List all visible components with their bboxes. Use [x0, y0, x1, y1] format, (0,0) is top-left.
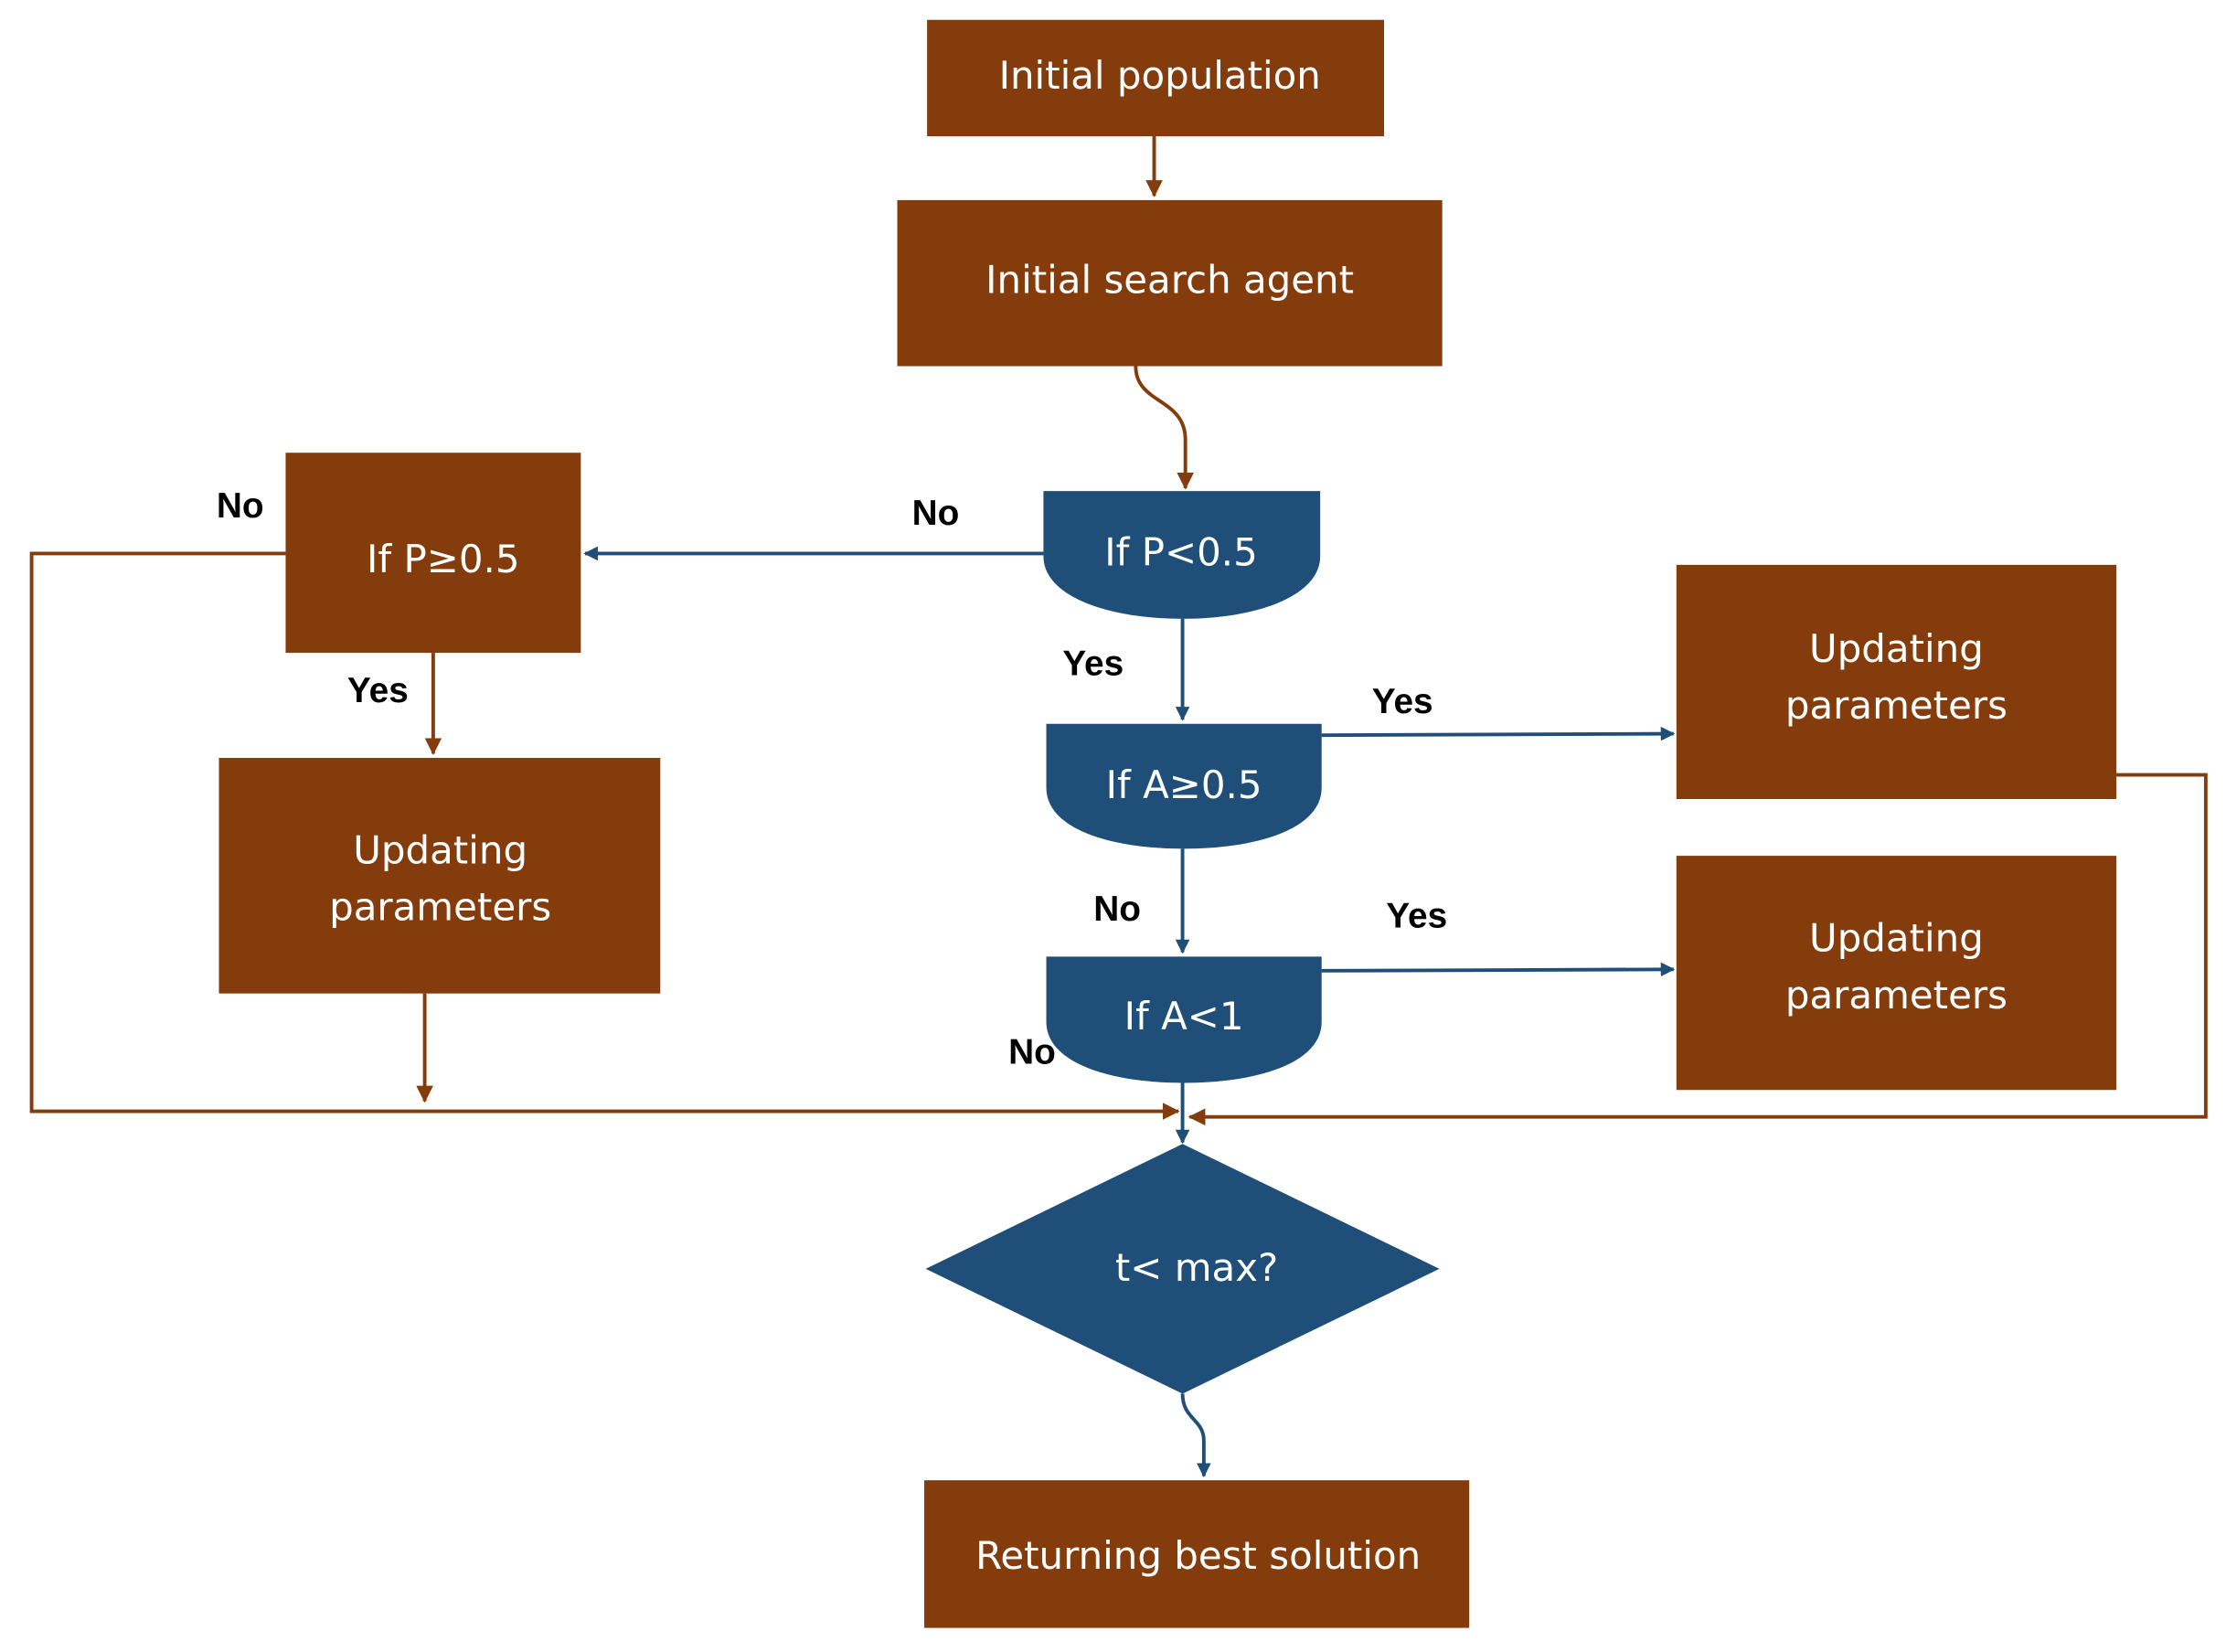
- node-label: Initial population: [999, 53, 1321, 98]
- node-label: If P<0.5: [1104, 529, 1257, 574]
- label-a-ge-no: No: [1093, 890, 1141, 929]
- node-label: Returning best solution: [975, 1533, 1421, 1578]
- edge-age-yes: [1321, 726, 1676, 741]
- node-label-line2: parameters: [1785, 973, 2008, 1018]
- node-label-line1: Updating: [1809, 626, 1984, 671]
- decision-if-a-lt: If A<1: [1046, 956, 1322, 1083]
- node-label-line2: parameters: [1785, 683, 2008, 728]
- node-if-p-ge: If P≥0.5: [285, 453, 581, 654]
- node-label: Initial search agent: [985, 257, 1354, 302]
- node-label: If P≥0.5: [367, 537, 519, 581]
- edge-pge-no-loop: [29, 551, 1180, 1120]
- node-label-line1: Updating: [353, 827, 527, 872]
- node-initial-population: Initial population: [927, 19, 1385, 137]
- label-a-lt-yes: Yes: [1386, 897, 1447, 936]
- node-returning-best-solution: Returning best solution: [924, 1480, 1470, 1628]
- edge-update-right-loop: [1188, 773, 2208, 1126]
- label-a-ge-yes: Yes: [1372, 682, 1433, 721]
- node-update-left: Updating parameters: [218, 757, 661, 994]
- label-p-lt-no: No: [912, 494, 960, 533]
- node-label-line2: parameters: [329, 885, 551, 930]
- node-label: t< max?: [1115, 1245, 1278, 1290]
- label-a-lt-no: No: [1008, 1033, 1056, 1072]
- node-update-right-2: Updating parameters: [1676, 856, 2117, 1091]
- label-p-ge-yes: Yes: [347, 671, 409, 710]
- decision-t-max: t< max?: [925, 1144, 1440, 1394]
- label-p-ge-no: No: [217, 486, 264, 526]
- decision-if-a-ge: If A≥0.5: [1046, 723, 1322, 849]
- node-label: If A≥0.5: [1106, 762, 1262, 807]
- edge-agent-to-plt: [1134, 366, 1194, 490]
- node-initial-search-agent: Initial search agent: [897, 199, 1443, 367]
- node-update-right-1: Updating parameters: [1676, 564, 2117, 800]
- edge-alt-yes: [1321, 962, 1676, 977]
- decision-if-p-lt: If P<0.5: [1043, 491, 1321, 619]
- label-p-lt-yes: Yes: [1062, 644, 1124, 683]
- edge-tmax-to-return: [1180, 1393, 1211, 1478]
- node-label: If A<1: [1124, 994, 1244, 1039]
- node-label-line1: Updating: [1809, 916, 1984, 961]
